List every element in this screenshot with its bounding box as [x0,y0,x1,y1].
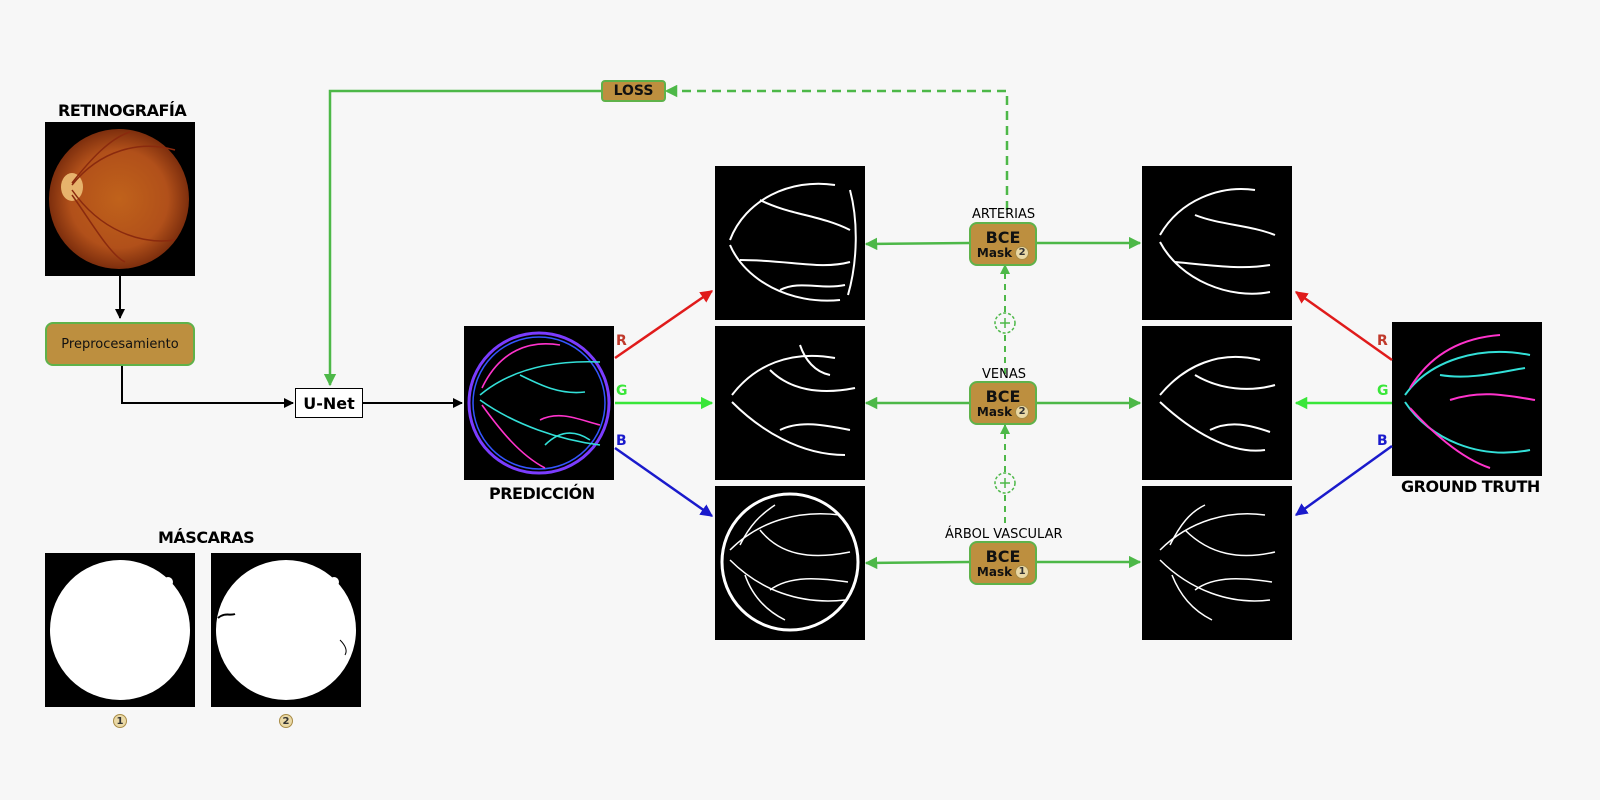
bce-label: BCE [985,227,1021,247]
mask-label-row: Mask 2 [976,245,1030,260]
pred-channel-r-label: R [616,333,627,349]
bce-veins-node[interactable]: BCE Mask 2 [969,381,1037,425]
sum-icon [994,472,1016,494]
pred-vessel-tree-image [715,486,865,640]
ground-truth-image [1392,322,1542,476]
arrow-gt-r [1294,290,1393,362]
prediction-image [464,326,614,480]
gt-arteries-image [1142,166,1292,320]
pred-channel-b-label: B [616,433,627,449]
gt-vessel-tree-image [1142,486,1292,640]
arrow-loss-to-unet [323,89,601,387]
loss-label: LOSS [613,83,654,99]
mask-label: Mask [976,564,1013,579]
arrow-pred-b [614,446,714,518]
vessel-tree-label: ÁRBOL VASCULAR [945,527,1063,542]
mask-badge-1: 1 [1015,564,1030,579]
masks-title: MÁSCARAS [158,528,255,547]
mask-2-image [211,553,361,707]
bce-vessel-tree-node[interactable]: BCE Mask 1 [969,541,1037,585]
veins-label: VENAS [982,367,1026,382]
mask-label-row: Mask 1 [976,564,1030,579]
bce-label: BCE [985,386,1021,406]
arteries-label: ARTERIAS [972,207,1036,222]
arrow-bce-art-to-pred [864,237,970,251]
arrow-gt-b [1294,444,1393,517]
bce-label: BCE [985,546,1021,566]
bce-arteries-node[interactable]: BCE Mask 2 [969,222,1037,266]
sum-icon [994,312,1016,334]
preprocessing-label: Preprocesamiento [61,336,179,352]
mask-2-badge: 2 [279,714,293,728]
arrow-pred-r [614,289,714,360]
arrow-bce-to-loss [664,84,1009,210]
mask-1-badge: 1 [113,714,127,728]
gt-veins-image [1142,326,1292,480]
gt-channel-g-label: G [1377,383,1389,399]
prediction-title: PREDICCIÓN [489,484,595,503]
mask-label: Mask [976,404,1013,419]
mask-badge-2: 2 [1015,404,1030,419]
loss-node[interactable]: LOSS [601,80,666,102]
gt-channel-b-label: B [1377,433,1388,449]
gt-channel-r-label: R [1377,333,1388,349]
pred-arteries-image [715,166,865,320]
mask-label: Mask [976,245,1013,260]
retinography-image [45,122,195,276]
mask-badge-2: 2 [1015,245,1030,260]
pred-channel-g-label: G [616,383,628,399]
retinography-title: RETINOGRAFÍA [58,101,187,120]
arrow-preproc-to-unet [121,366,294,408]
unet-node[interactable]: U-Net [295,388,363,418]
pred-veins-image [715,326,865,480]
ground-truth-title: GROUND TRUTH [1401,477,1540,496]
arrow-bce-tree-to-pred [864,556,970,570]
preprocessing-node[interactable]: Preprocesamiento [45,322,195,366]
mask-label-row: Mask 2 [976,404,1030,419]
mask-1-image [45,553,195,707]
